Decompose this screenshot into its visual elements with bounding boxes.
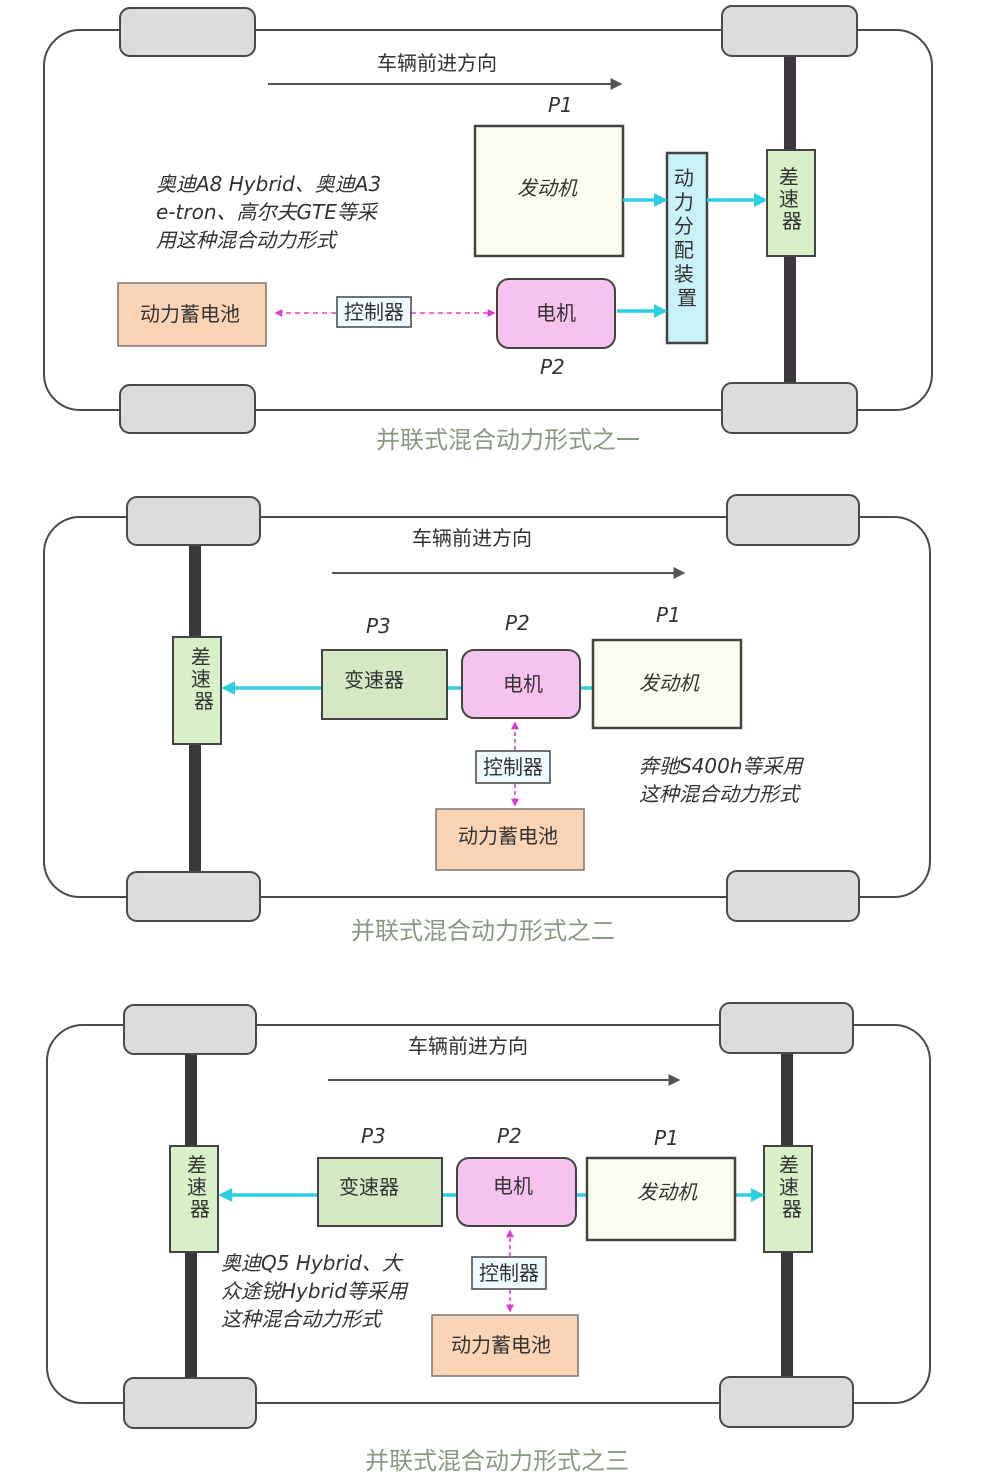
- direction-label: 车辆前进方向: [377, 51, 497, 75]
- note-line-3: 用这种混合动力形式: [156, 228, 339, 252]
- diff3r-char: 器: [782, 1197, 802, 1221]
- wheel-front-right: [119, 384, 256, 434]
- car-body-outline: [46, 1024, 931, 1404]
- battery-box: [117, 282, 267, 347]
- note-line-1: 奥迪Q5 Hybrid、大: [221, 1251, 404, 1275]
- splitter-label: 动 力 分 配 装 置: [674, 166, 700, 310]
- diagram-2: 车辆前进方向 差 速 器 P3 P2 P1 变速器 电机 发动机 控制器 动力蓄…: [43, 494, 931, 945]
- wheel-rear-right: [726, 870, 860, 922]
- controller-box: [336, 296, 412, 328]
- diff1-char: 差: [779, 165, 799, 189]
- p1-label: P1: [654, 1126, 679, 1150]
- caption: 并联式混合动力形式之一: [376, 426, 640, 454]
- note-line-2: e-tron、高尔夫GTE等采: [156, 200, 379, 224]
- direction-label: 车辆前进方向: [412, 526, 532, 550]
- splitter-char: 力: [674, 190, 694, 214]
- caption: 并联式混合动力形式之三: [365, 1447, 629, 1475]
- p1-label: P1: [656, 603, 681, 627]
- controller-label: 控制器: [479, 1261, 539, 1285]
- diff3r-char: 速: [779, 1175, 799, 1199]
- wheel-front-right: [123, 1377, 257, 1429]
- engine-label: 发动机: [639, 671, 700, 695]
- battery-label: 动力蓄电池: [458, 824, 558, 848]
- note-line-1: 奔驰S400h等采用: [639, 754, 805, 778]
- differential-box: [766, 149, 816, 257]
- splitter-char: 配: [674, 238, 694, 262]
- diff2-char: 器: [194, 689, 214, 713]
- controller-label: 控制器: [344, 300, 404, 324]
- car-body-outline: [43, 516, 931, 898]
- battery-box: [435, 808, 585, 871]
- p2-label: P2: [540, 355, 565, 379]
- note-line-2: 众途锐Hybrid等采用: [221, 1279, 409, 1303]
- diagram-3: 车辆前进方向 差 速 器 差 速 器 P3 P2 P1 变速器 电机 发动机 控…: [46, 1002, 931, 1475]
- wheel-front-left: [123, 1004, 257, 1055]
- wheel-rear-left: [719, 1002, 854, 1054]
- engine-box: [473, 124, 625, 258]
- splitter-box: [665, 151, 709, 345]
- differential-label: 差 速 器: [191, 645, 217, 713]
- differential-rear-label: 差 速 器: [779, 1153, 805, 1221]
- engine-label: 发动机: [637, 1180, 698, 1204]
- diff2-char: 差: [191, 645, 211, 669]
- direction-label: 车辆前进方向: [408, 1034, 528, 1058]
- wheel-front-right: [126, 871, 261, 922]
- engine-label: 发动机: [517, 176, 578, 200]
- note-line-3: 这种混合动力形式: [221, 1307, 384, 1331]
- motor-box: [456, 1157, 577, 1227]
- wheel-front-left: [126, 496, 261, 546]
- transmission-box: [317, 1157, 443, 1227]
- motor-label: 电机: [493, 1174, 533, 1198]
- diff2-char: 速: [191, 667, 211, 691]
- wheel-rear-left: [726, 494, 860, 546]
- diff3f-char: 器: [190, 1197, 210, 1221]
- battery-box: [431, 1314, 579, 1377]
- battery-label: 动力蓄电池: [140, 302, 240, 326]
- motor-box: [461, 649, 581, 719]
- wheel-front-left: [119, 7, 256, 57]
- p3-label: P3: [366, 614, 391, 638]
- diagram-1: 车辆前进方向 P1 发动机 动 力 分 配 装 置 差 速 器 奥迪A8 Hyb…: [43, 5, 933, 454]
- splitter-char: 装: [674, 262, 694, 286]
- transmission-box: [321, 649, 448, 720]
- diff1-char: 器: [782, 209, 802, 233]
- controller-box: [471, 1256, 547, 1290]
- differential-box: [172, 636, 222, 745]
- motor-box: [496, 278, 616, 349]
- wheel-rear-right: [719, 1376, 854, 1428]
- engine-box: [585, 1156, 737, 1242]
- diff3r-char: 差: [779, 1153, 799, 1177]
- engine-box: [591, 638, 743, 730]
- wheel-rear-right: [721, 382, 858, 434]
- diff3f-char: 差: [187, 1153, 207, 1177]
- transmission-label: 变速器: [344, 668, 404, 692]
- differential-front-label: 差 速 器: [187, 1153, 213, 1221]
- p2-label: P2: [505, 611, 530, 635]
- controller-label: 控制器: [483, 755, 543, 779]
- splitter-char: 置: [677, 286, 697, 310]
- motor-label: 电机: [503, 672, 543, 696]
- p3-label: P3: [361, 1124, 386, 1148]
- p1-label: P1: [548, 93, 573, 117]
- diff1-char: 速: [779, 187, 799, 211]
- caption: 并联式混合动力形式之二: [351, 917, 615, 945]
- transmission-label: 变速器: [339, 1175, 399, 1199]
- differential-label: 差 速 器: [779, 165, 805, 233]
- wheel-rear-left: [721, 5, 858, 57]
- motor-label: 电机: [536, 301, 576, 325]
- p2-label: P2: [497, 1124, 522, 1148]
- controller-box: [475, 750, 551, 784]
- note-line-1: 奥迪A8 Hybrid、奥迪A3: [156, 172, 381, 196]
- note-line-2: 这种混合动力形式: [639, 782, 802, 806]
- splitter-char: 动: [674, 166, 694, 190]
- differential-rear-box: [763, 1145, 813, 1253]
- battery-label: 动力蓄电池: [451, 1333, 551, 1357]
- differential-front-box: [169, 1145, 219, 1253]
- diff3f-char: 速: [187, 1175, 207, 1199]
- splitter-char: 分: [674, 214, 694, 238]
- car-body-outline: [43, 29, 933, 411]
